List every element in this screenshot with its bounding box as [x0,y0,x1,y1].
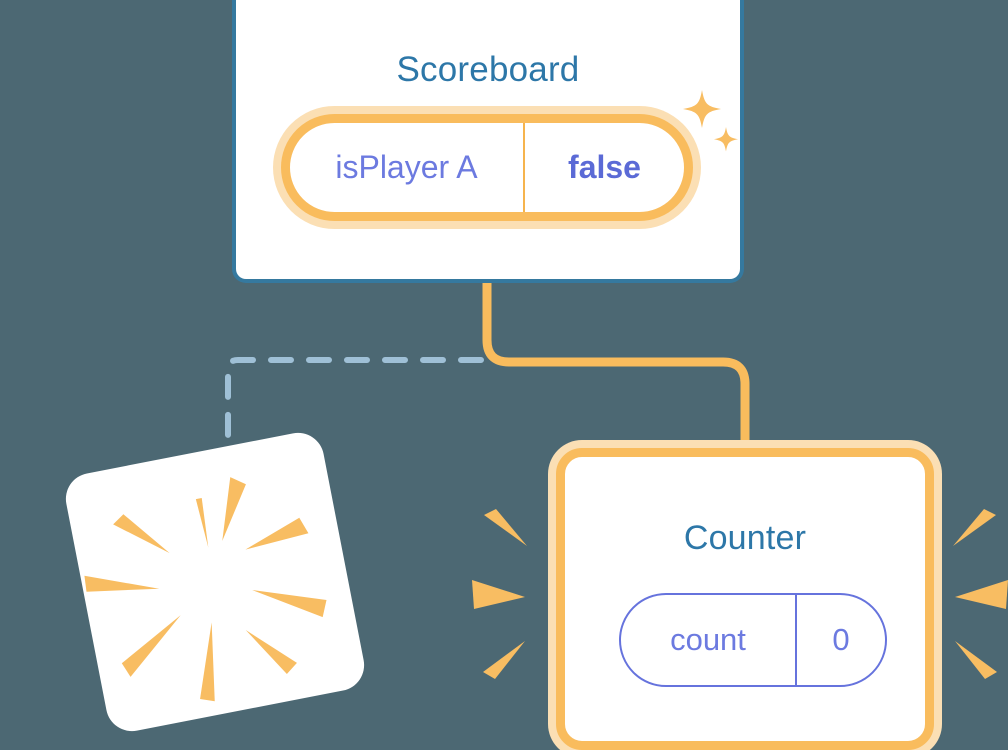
burst-ray [252,590,327,618]
scoreboard-state-pill[interactable]: isPlayer A false [281,114,693,221]
burst-card[interactable] [61,428,369,736]
burst-ray [200,622,215,702]
solid-connector-scoreboard-to-counter [482,283,750,460]
counter-ray [483,641,525,679]
counter-title: Counter [683,519,807,557]
sparkle-large-icon [683,90,721,128]
sparkles-decoration [683,90,738,152]
counter-state-pill[interactable]: count 0 [619,593,887,687]
scoreboard-state-key: isPlayer A [290,123,525,212]
burst-ray [245,517,309,550]
counter-card[interactable]: Counter count 0 [556,448,934,750]
counter-ray [472,580,525,609]
burst-ray [222,477,246,541]
burst-ray [245,630,297,674]
counter-rays-left [472,509,527,679]
burst-ray [113,514,170,554]
scoreboard-title: Scoreboard [396,50,580,89]
counter-ray [953,509,996,546]
burst-ray [84,575,160,592]
scoreboard-state-value: false [568,149,641,185]
burst-ray [121,615,181,677]
sparkle-small-icon [714,127,738,152]
burst-ray [195,497,209,548]
radial-burst-decoration [84,477,327,702]
scoreboard-card[interactable]: Scoreboard isPlayer A false [232,0,744,283]
counter-ray [484,509,527,546]
dashed-connector-scoreboard-to-burst [225,287,490,481]
counter-state-value: 0 [832,622,850,657]
counter-state-key: count [621,595,797,685]
counter-ray [955,580,1008,609]
counter-rays-right [953,509,1008,679]
counter-ray [955,641,997,679]
